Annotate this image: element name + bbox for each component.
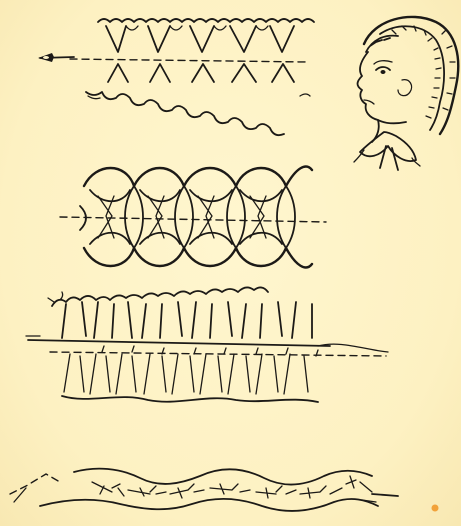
wavy-band-figure — [10, 469, 398, 511]
gathered-ruffle-figure — [26, 287, 388, 402]
baby-bonnet-figure — [354, 17, 458, 170]
stain-mark — [432, 505, 439, 512]
needle-gathering-figure — [38, 19, 314, 135]
honeycomb-smocking-figure — [60, 167, 326, 268]
